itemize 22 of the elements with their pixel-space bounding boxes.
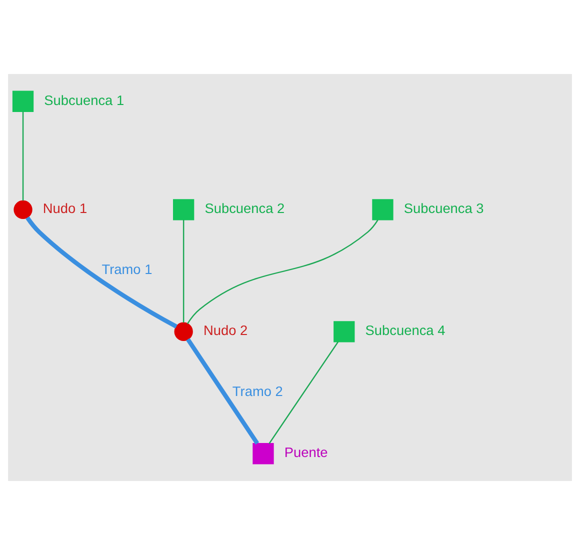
node-label: Subcuenca 1 <box>44 92 124 108</box>
node-box <box>372 199 394 220</box>
node-label: Subcuenca 2 <box>204 201 285 216</box>
edge-label: Tramo 1 <box>102 262 152 278</box>
connector <box>26 216 178 329</box>
node-label: Subcuenca 3 <box>404 201 484 216</box>
node-label: Subcuenca 4 <box>365 323 446 338</box>
connector <box>186 220 378 324</box>
edge-label: Tramo 2 <box>232 384 283 400</box>
node-box <box>12 90 34 112</box>
connector <box>186 338 260 445</box>
node-label: Puente <box>284 445 328 460</box>
node-box <box>334 321 355 342</box>
node-label: Nudo 1 <box>42 201 88 216</box>
node-box <box>173 199 194 220</box>
connector <box>182 220 184 323</box>
node-circle <box>174 322 193 341</box>
node-box <box>252 443 274 464</box>
connector <box>22 112 24 201</box>
node-circle <box>14 200 32 219</box>
connector <box>268 342 339 444</box>
node-label: Nudo 2 <box>203 323 248 338</box>
